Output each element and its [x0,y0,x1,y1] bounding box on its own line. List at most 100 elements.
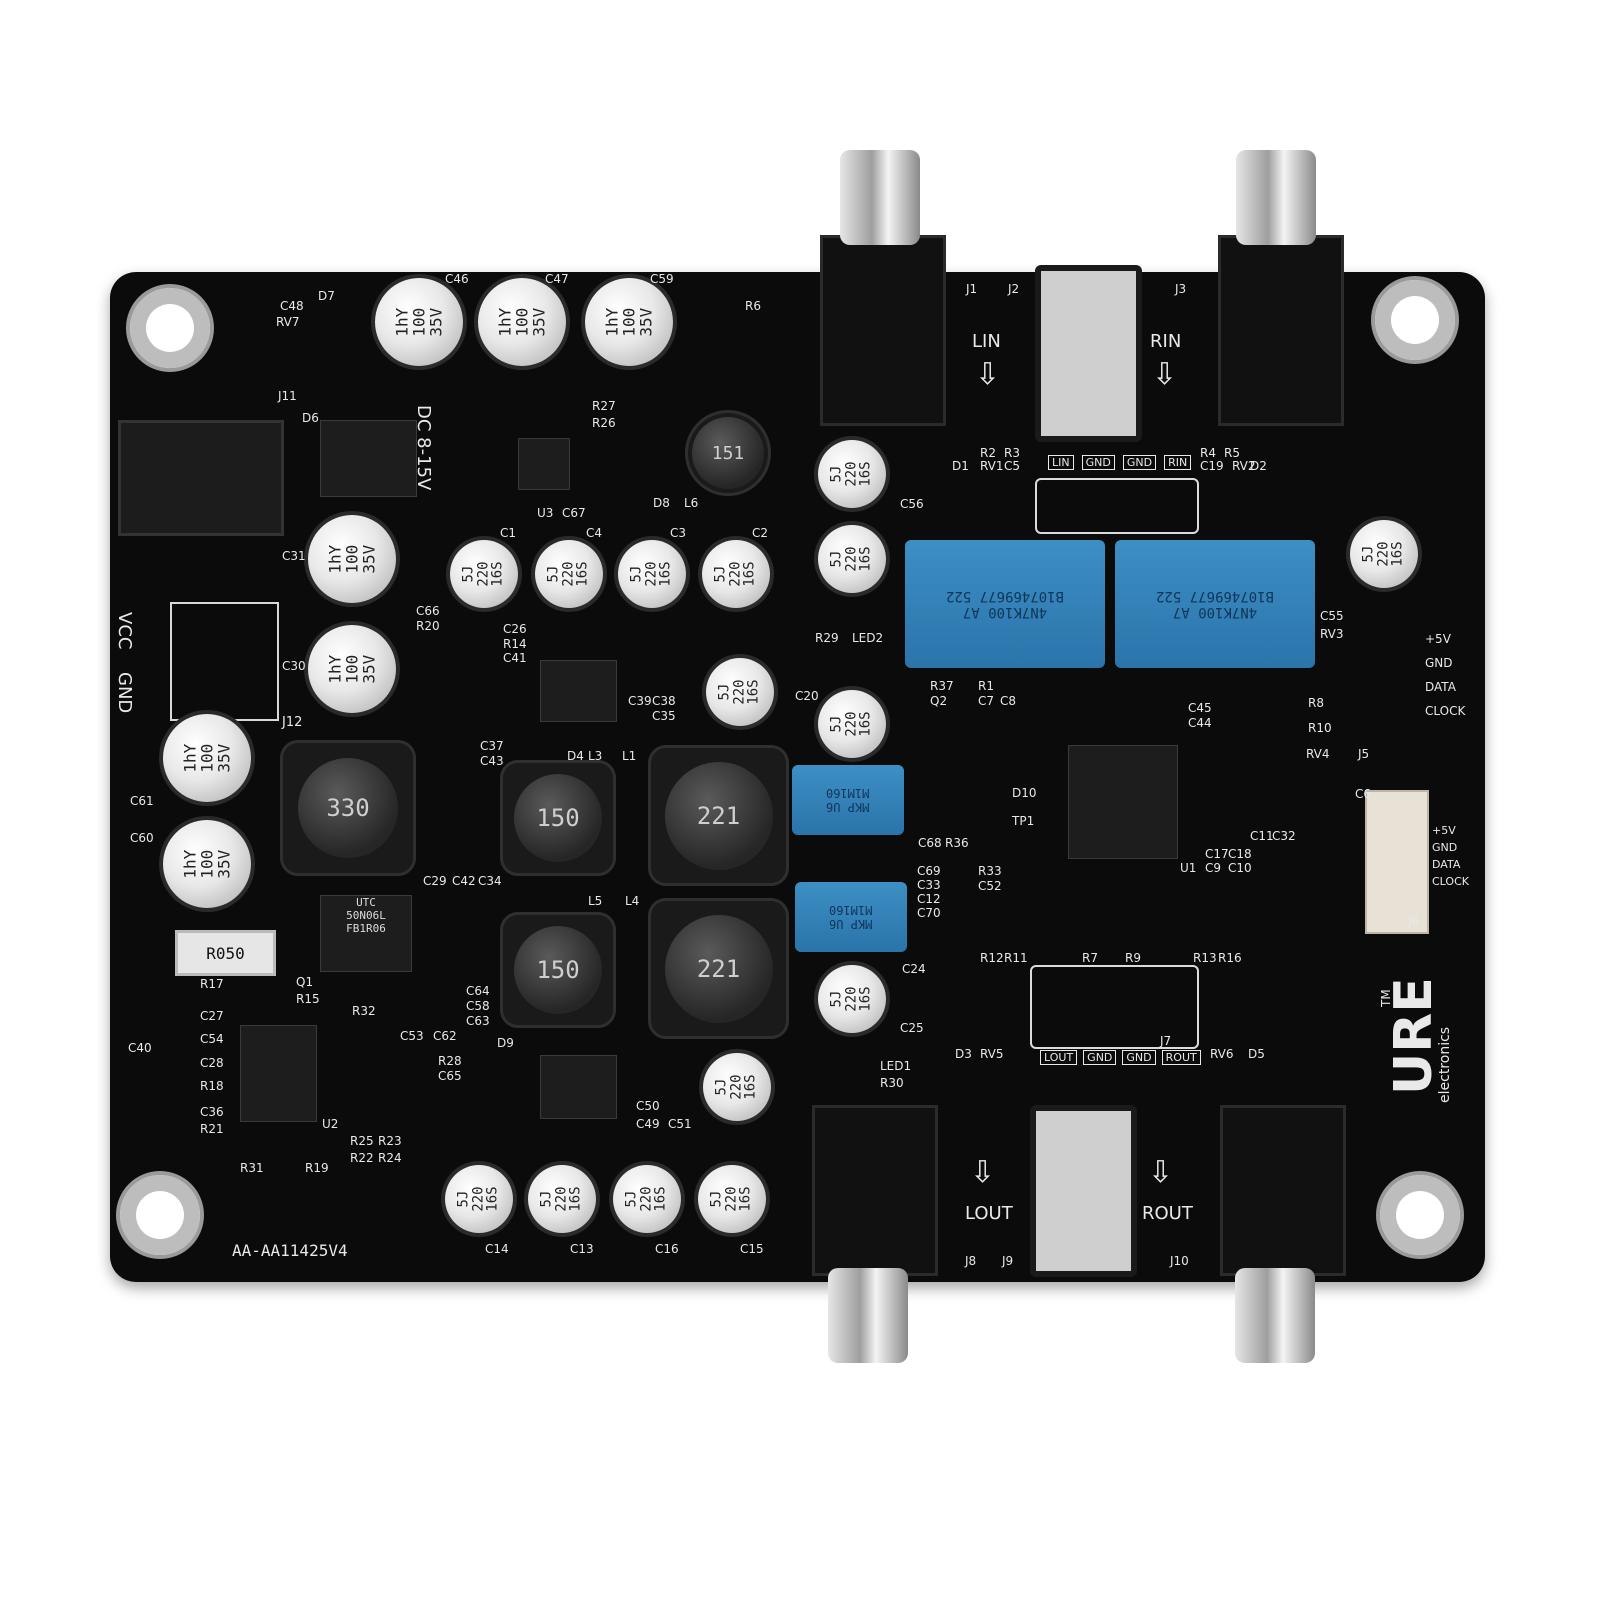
ref-r5: R5 [1224,446,1240,460]
ref-c39: C39 [628,694,652,708]
input-header-outline [1035,478,1199,534]
ref-c42: C42 [452,874,476,888]
header-label-rin: RIN [1164,455,1192,470]
ref-c5: C5 [1004,459,1021,473]
ref-r32: R32 [352,1004,376,1018]
label-lout: LOUT [965,1203,1013,1224]
header-label-gnd2: GND [1122,455,1157,470]
ref-c32: C32 [1272,829,1296,843]
capacitor-c20b: 5J 220 16S [818,690,886,758]
ref-j2: J2 [1008,282,1020,296]
control-header-labels-j5: +5V GND DATA CLOCK [1425,633,1465,717]
j6-label-5v: +5V [1432,824,1456,837]
ref-c59: C59 [650,272,674,286]
mounting-hole-top-left [130,288,210,368]
arrow-down-rout-icon: ⇩ [1148,1155,1174,1190]
j6-label-gnd: GND [1432,841,1458,854]
audio-jack-j9 [1030,1105,1137,1277]
capacitor-c30: 1hY 100 35V [308,625,396,713]
ref-r3: R3 [1004,446,1020,460]
j5-label-5v: +5V [1425,632,1451,646]
capacitor-c3: 5J 220 16S [618,540,686,608]
ref-c3: C3 [670,526,687,540]
ref-j12: J12 [282,715,303,730]
ref-c47: C47 [545,272,569,286]
ref-led2: LED2 [852,631,884,645]
ref-c36: C36 [200,1105,224,1119]
ref-r22: R22 [350,1151,374,1165]
header-label-lout: LOUT [1040,1050,1078,1065]
ref-r23: R23 [378,1134,402,1148]
inductor-l4: 221 [648,898,789,1039]
header-label-gnd4: GND [1122,1050,1156,1065]
ref-c4: C4 [586,526,603,540]
j5-label-data: DATA [1425,680,1456,694]
ref-c18: C18 [1228,847,1252,861]
capacitor-c56: 5J 220 16S [818,440,886,508]
ref-c24: C24 [902,962,926,976]
rca-jack-j3 [1218,235,1344,426]
ref-u2: U2 [322,1117,339,1131]
brand-subtitle: electronics [1437,1026,1453,1103]
capacitor-c13: 5J 220 16S [528,1165,596,1233]
ref-c50: C50 [636,1099,660,1113]
ref-rv1: RV1 [980,459,1004,473]
j5-label-gnd: GND [1425,656,1453,670]
ref-c25: C25 [900,1021,924,1035]
mounting-hole-bottom-right [1380,1175,1460,1255]
ref-c48: C48 [280,299,304,313]
inductor-l1: 221 [648,745,789,886]
capacitor-c16: 5J 220 16S [613,1165,681,1233]
board-id-label: AA-AA11425V4 [232,1241,348,1260]
header-label-rout: ROUT [1161,1050,1201,1065]
ref-r21: R21 [200,1122,224,1136]
ref-c9: C9 [1205,861,1222,875]
ref-j9: J9 [1002,1254,1014,1268]
arrow-down-lin-icon: ⇩ [975,357,1001,392]
ref-r19: R19 [305,1161,329,1175]
capacitor-c1: 5J 220 16S [450,540,518,608]
ref-rv3: RV3 [1320,627,1344,641]
ref-r37: R37 [930,679,954,693]
ref-c20: C20 [795,689,819,703]
ref-d4: D4 [567,749,584,763]
ref-c34: C34 [478,874,502,888]
capacitor-c46: 1hY 100 35V [375,278,463,366]
ref-c62: C62 [433,1029,457,1043]
ref-j5: J5 [1358,747,1370,761]
ref-c46: C46 [445,272,469,286]
ref-q1: Q1 [296,975,314,989]
ref-j3: J3 [1175,282,1187,296]
ref-u1: U1 [1180,861,1197,875]
ref-c1: C1 [500,526,517,540]
ref-c15: C15 [740,1242,764,1256]
capacitor-c31: 1hY 100 35V [308,515,396,603]
ref-r24: R24 [378,1151,402,1165]
ic-u3 [518,438,570,490]
ref-r6: R6 [745,299,761,313]
ref-rv2: RV2 [1232,459,1256,473]
capacitor-c14: 5J 220 16S [445,1165,513,1233]
rca-barrel-j3 [1236,150,1316,245]
rca-barrel-j1 [840,150,920,245]
ref-j8: J8 [965,1254,977,1268]
ref-c45: C45 [1188,701,1212,715]
capacitor-c55: 5J 220 16S [1350,520,1418,588]
ref-c14: C14 [485,1242,509,1256]
ref-c60: C60 [130,831,154,845]
capacitor-c51: 5J 220 16S [703,1053,771,1121]
film-capacitor-right: 4N7K100 A7 B107469677 522 [1115,540,1315,668]
capacitor-c4: 5J 220 16S [535,540,603,608]
ref-c7: C7 [978,694,995,708]
ref-r8: R8 [1308,696,1324,710]
terminal-gnd-label: GND [114,672,135,714]
ref-q2: Q2 [930,694,948,708]
rca-jack-j8 [812,1105,938,1276]
arrow-down-rin-icon: ⇩ [1152,357,1178,392]
ref-c55: C55 [1320,609,1344,623]
ref-r1: R1 [978,679,994,693]
ref-rv6: RV6 [1210,1047,1234,1061]
ref-r16: R16 [1218,951,1242,965]
capacitor-c60: 1hY 100 35V [163,820,251,908]
ref-r12: R12 [980,951,1004,965]
